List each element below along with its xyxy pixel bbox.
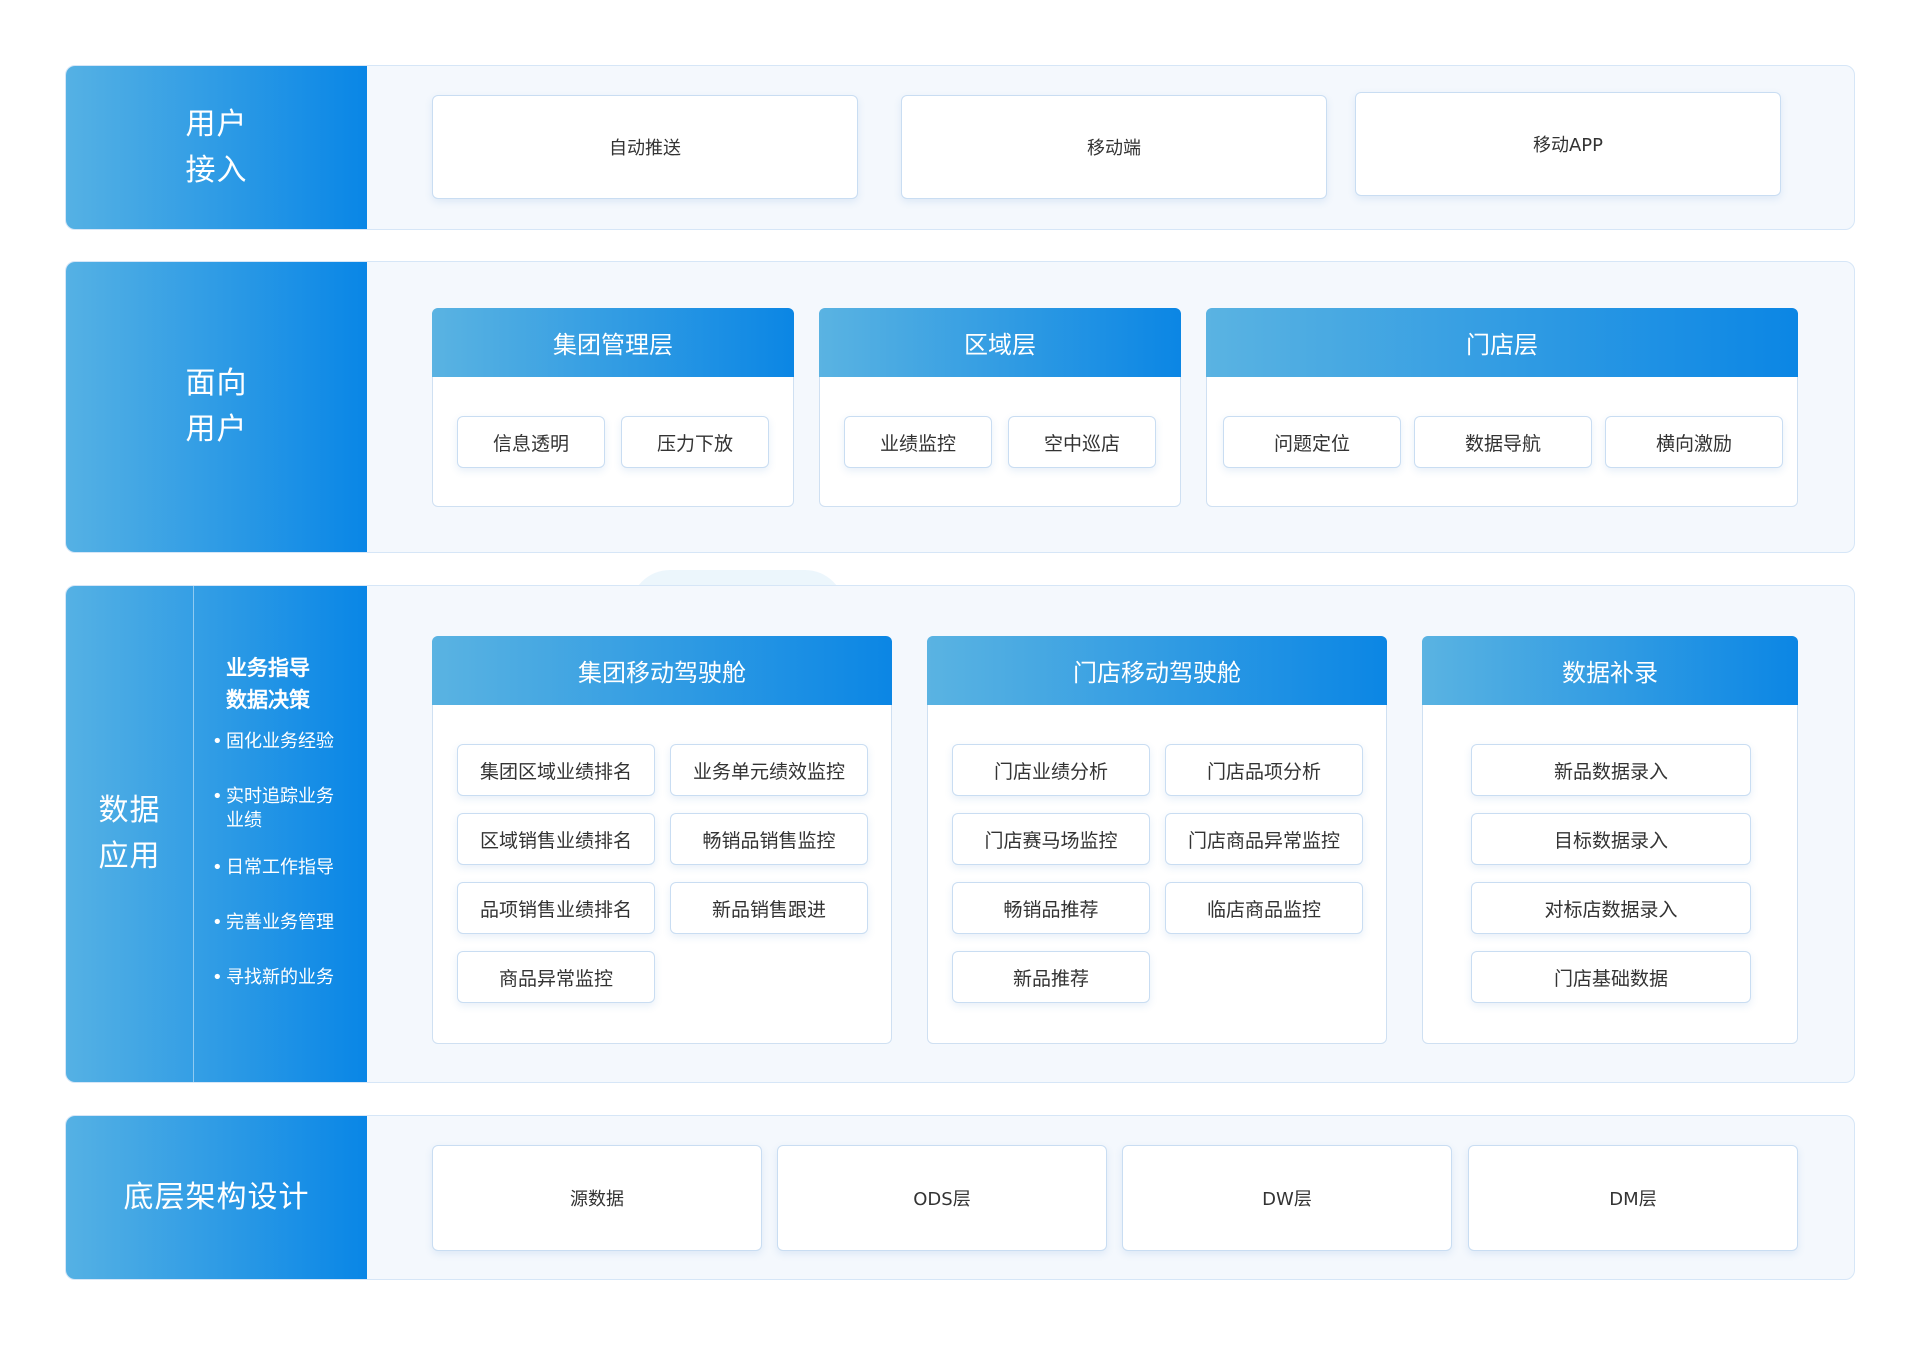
group-item: 空中巡店 — [1008, 416, 1156, 468]
group-management-card: 集团管理层 信息透明 压力下放 — [432, 308, 794, 507]
data-application-row: 数据 应用 业务指导 数据决策 固化业务经验 实时追踪业务业绩 日常工作指导 完… — [65, 585, 1855, 1083]
cockpit-item: 区域销售业绩排名 — [457, 813, 655, 865]
cockpit-item: 临店商品监控 — [1165, 882, 1363, 934]
label-line: 面向 — [185, 366, 248, 401]
sub-heading-line: 业务指导 — [226, 656, 310, 680]
user-access-row: 用户 接入 自动推送 移动端 移动APP — [65, 65, 1855, 230]
store-mobile-cockpit-card: 门店移动驾驶舱 门店业绩分析 门店品项分析 门店赛马场监控 门店商品异常监控 畅… — [927, 636, 1387, 1044]
cockpit-item: 畅销品推荐 — [952, 882, 1150, 934]
cockpit-item: 门店业绩分析 — [952, 744, 1150, 796]
data-supplement-card: 数据补录 新品数据录入 目标数据录入 对标店数据录入 门店基础数据 — [1422, 636, 1798, 1044]
cockpit-item: 畅销品销售监控 — [670, 813, 868, 865]
infra-item-ods-layer: ODS层 — [777, 1145, 1107, 1251]
cockpit-item: 门店品项分析 — [1165, 744, 1363, 796]
cockpit-item: 新品销售跟进 — [670, 882, 868, 934]
card-title: 集团管理层 — [432, 308, 794, 377]
cockpit-item: 品项销售业绩排名 — [457, 882, 655, 934]
label-line: 接入 — [185, 152, 248, 188]
infrastructure-row: 底层架构设计 源数据 ODS层 DW层 DM层 — [65, 1115, 1855, 1280]
supplement-item: 新品数据录入 — [1471, 744, 1751, 796]
cockpit-item: 业务单元绩效监控 — [670, 744, 868, 796]
group-item: 数据导航 — [1414, 416, 1592, 468]
cockpit-item: 门店商品异常监控 — [1165, 813, 1363, 865]
supplement-item: 门店基础数据 — [1471, 951, 1751, 1003]
group-item: 问题定位 — [1223, 416, 1401, 468]
supplement-item: 目标数据录入 — [1471, 813, 1751, 865]
infra-item-source-data: 源数据 — [432, 1145, 762, 1251]
card-title: 区域层 — [819, 308, 1181, 377]
cockpit-item: 门店赛马场监控 — [952, 813, 1150, 865]
group-item: 信息透明 — [457, 416, 605, 468]
infrastructure-label-text: 底层架构设计 — [123, 1179, 310, 1215]
label-line: 用户 — [185, 106, 248, 142]
infrastructure-label: 底层架构设计 — [66, 1116, 367, 1279]
bullet-item: 完善业务管理 — [212, 911, 357, 935]
cockpit-item: 新品推荐 — [952, 951, 1150, 1003]
bullet-item: 寻找新的业务 — [212, 966, 357, 990]
data-application-label: 数据 应用 业务指导 数据决策 固化业务经验 实时追踪业务业绩 日常工作指导 完… — [66, 586, 367, 1082]
card-title: 数据补录 — [1422, 636, 1798, 705]
card-title: 门店层 — [1206, 308, 1798, 377]
label-line: 数据 — [98, 793, 161, 828]
user-access-label: 用户 接入 — [66, 66, 367, 229]
group-mobile-cockpit-card: 集团移动驾驶舱 集团区域业绩排名 业务单元绩效监控 区域销售业绩排名 畅销品销售… — [432, 636, 892, 1044]
group-item: 压力下放 — [621, 416, 769, 468]
cockpit-item: 商品异常监控 — [457, 951, 655, 1003]
bullet-item: 固化业务经验 — [212, 730, 357, 754]
access-item-auto-push: 自动推送 — [432, 95, 858, 199]
bullet-item: 日常工作指导 — [212, 856, 357, 880]
label-line: 应用 — [98, 839, 161, 874]
access-item-mobile-app: 移动APP — [1355, 92, 1781, 196]
card-title: 门店移动驾驶舱 — [927, 636, 1387, 705]
bullet-item: 实时追踪业务业绩 — [212, 785, 348, 833]
cockpit-item: 集团区域业绩排名 — [457, 744, 655, 796]
group-item: 横向激励 — [1605, 416, 1783, 468]
label-line: 用户 — [185, 412, 248, 447]
region-card: 区域层 业绩监控 空中巡店 — [819, 308, 1181, 507]
target-users-row: 面向 用户 集团管理层 信息透明 压力下放 区域层 业绩监控 空中巡店 门店层 … — [65, 261, 1855, 553]
infra-item-dw-layer: DW层 — [1122, 1145, 1452, 1251]
sub-heading-line: 数据决策 — [226, 688, 310, 712]
business-guidance-column: 业务指导 数据决策 固化业务经验 实时追踪业务业绩 日常工作指导 完善业务管理 … — [212, 652, 357, 990]
access-item-mobile: 移动端 — [901, 95, 1327, 199]
group-item: 业绩监控 — [844, 416, 992, 468]
supplement-item: 对标店数据录入 — [1471, 882, 1751, 934]
infra-item-dm-layer: DM层 — [1468, 1145, 1798, 1251]
store-card: 门店层 问题定位 数据导航 横向激励 — [1206, 308, 1798, 507]
target-users-label: 面向 用户 — [66, 262, 367, 552]
card-title: 集团移动驾驶舱 — [432, 636, 892, 705]
